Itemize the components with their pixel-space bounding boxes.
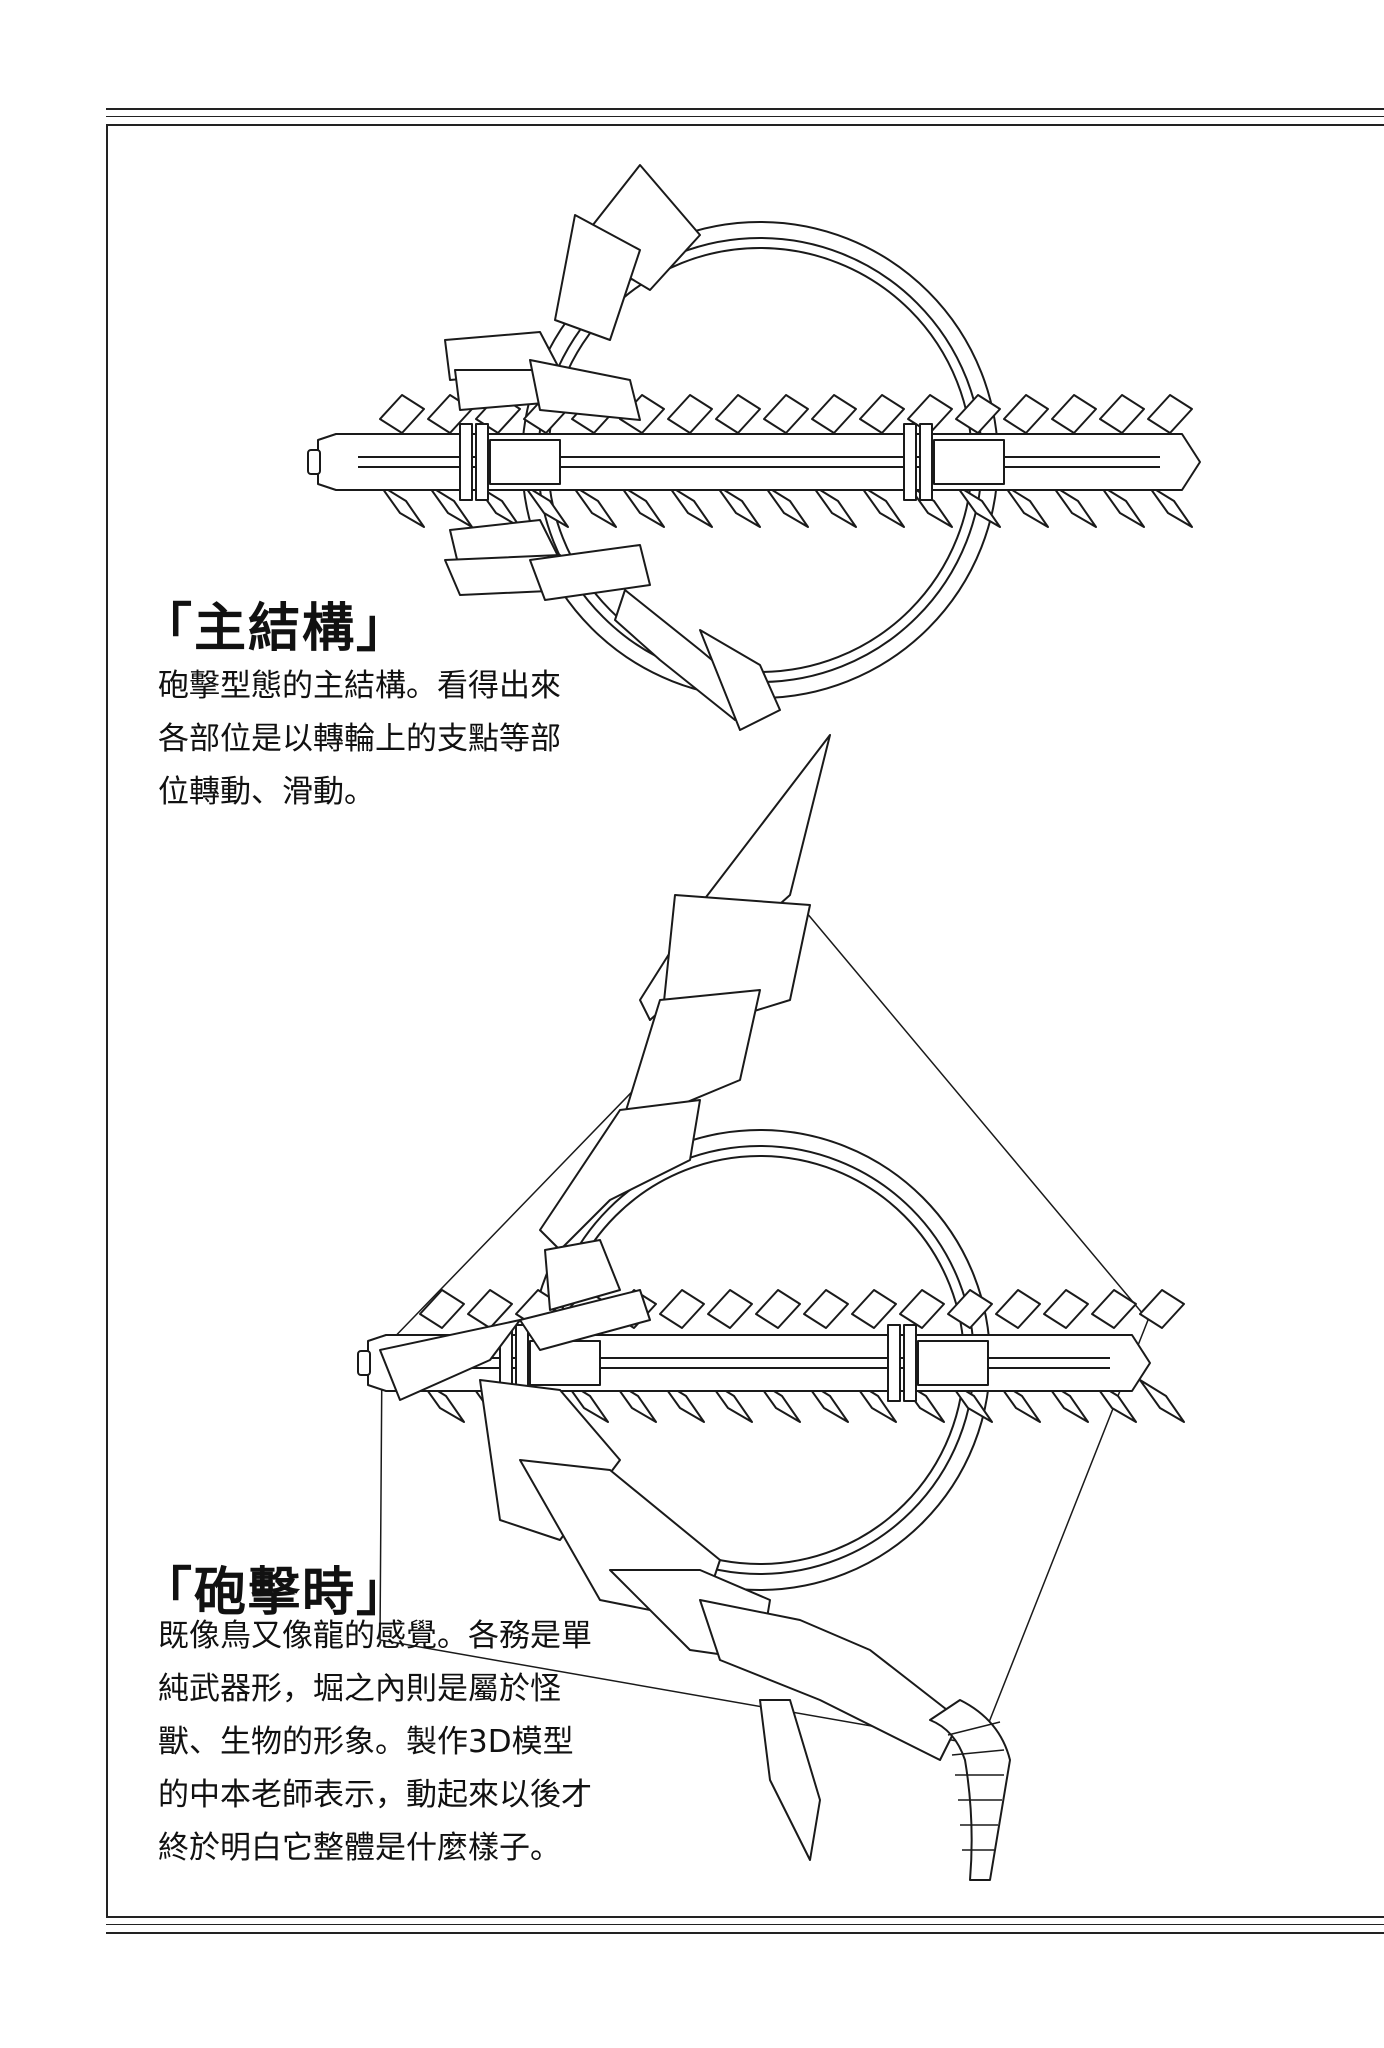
section2-line: 純武器形，堀之內則是屬於怪 [158,1671,561,1707]
upper-wing [539,1099,701,1251]
lower-fin [1051,484,1097,528]
section2-line: 終於明白它整體是什麼樣子。 [158,1830,561,1866]
clamp-plate [903,1324,917,1402]
side-blade [544,1239,621,1311]
clamp-plate [459,423,473,501]
upper-fin [755,1289,801,1329]
upper-fin [467,1289,513,1329]
firing-form-illustration [357,734,1185,1881]
upper-fin [859,394,905,434]
lower-fin [379,484,425,528]
upper-wing [619,989,761,1131]
upper-fin [1003,394,1049,434]
side-blade [529,359,641,421]
lower-fin [523,484,569,528]
top-rule-outer [106,108,1384,110]
section1-line: 位轉動、滑動。 [158,774,375,810]
lower-fin [955,484,1001,528]
string-line [379,911,1149,1746]
upper-fin [419,1289,465,1329]
lower-fin [1139,1379,1185,1423]
upper-fin [1051,394,1097,434]
lower-fin [619,484,665,528]
top-rule-inner [106,116,1384,117]
upper-fin [811,394,857,434]
upper-fin [899,1289,945,1329]
upper-fin [659,1289,705,1329]
section1-body: 砲擊型態的主結構。看得出來 各部位是以轉輪上的支點等部 位轉動、滑動。 [158,660,561,819]
upper-fin [379,394,425,434]
section1-heading: 「主結構」 [140,598,411,659]
clamp-band [489,439,561,485]
clamp-plate [887,1324,901,1402]
clamp-plate [919,423,933,501]
upper-fin [715,394,761,434]
top-blade [554,214,641,341]
lower-fin [1099,484,1145,528]
lower-fin [859,484,905,528]
clamp-plate [903,423,917,501]
clamp-plate [475,423,489,501]
section1-line: 各部位是以轉輪上的支點等部 [158,721,561,757]
upper-fin [995,1289,1041,1329]
lower-fin [1147,484,1193,528]
barrel-cap [357,1350,371,1376]
upper-fin [955,394,1001,434]
side-blade [379,1319,521,1401]
tail [929,1699,1011,1881]
main-structure-illustration [307,164,1201,731]
clamp-band [933,439,1005,485]
bottom-rule-inner [106,1924,1384,1925]
upper-fin [1147,394,1193,434]
upper-fin [1043,1289,1089,1329]
page-frame [106,124,1384,1918]
section2-line: 既像鳥又像龍的感覺。各務是單 [158,1618,592,1654]
lower-fin [667,484,713,528]
section2-line: 獸、生物的形象。製作3D模型 [158,1724,574,1760]
section1-line: 砲擊型態的主結構。看得出來 [158,668,561,704]
upper-fin [667,394,713,434]
lower-fin [571,484,617,528]
upper-fin [947,1289,993,1329]
clamp-band [917,1340,989,1386]
section2-heading: 「砲擊時」 [140,1562,411,1623]
upper-fin [1091,1289,1137,1329]
lower-fin-blade [759,1699,821,1861]
upper-fin [707,1289,753,1329]
lower-blade [529,544,651,601]
lower-fin [1003,484,1049,528]
upper-fin [1099,394,1145,434]
upper-fin [851,1289,897,1329]
lower-fin [715,484,761,528]
bottom-rule-outer [106,1932,1384,1934]
side-blade [519,1289,651,1351]
lower-wing [699,1599,961,1761]
bottom-blade [699,629,781,731]
section2-line: 的中本老師表示，動起來以後才 [158,1777,592,1813]
upper-fin [1139,1289,1185,1329]
upper-fin [803,1289,849,1329]
tail-segments [947,1721,1005,1851]
lower-fin [811,484,857,528]
upper-fin [763,394,809,434]
lower-fin [763,484,809,528]
section2-body: 既像鳥又像龍的感覺。各務是單 純武器形，堀之內則是屬於怪 獸、生物的形象。製作3… [158,1610,592,1875]
barrel-cap [307,449,321,475]
